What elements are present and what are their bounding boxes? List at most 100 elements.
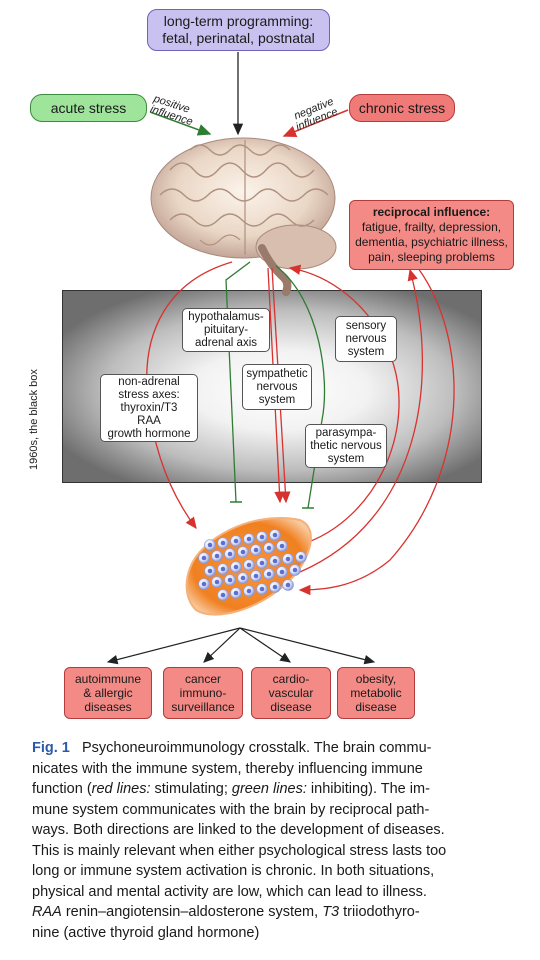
immune-cell-nucleus <box>272 584 278 590</box>
disease-cardio-line2: vascular <box>268 686 314 700</box>
immune-cell-nucleus <box>285 556 291 562</box>
caption-line9-rest: renin–angiotensin–aldosterone system, <box>61 904 323 920</box>
immune-cell-nucleus <box>259 586 265 592</box>
immune-cell-nucleus <box>240 549 246 555</box>
immune-cell-nucleus <box>246 536 252 542</box>
immune-cell-nucleus <box>285 582 291 588</box>
disease-autoimmune: autoimmune & allergic diseases <box>64 667 152 719</box>
immune-cell-nucleus <box>272 532 278 538</box>
hpa-line2: pituitary- <box>203 323 249 336</box>
hpa-axis-box: hypothalamus- pituitary- adrenal axis <box>182 308 270 352</box>
immune-cell-nucleus <box>279 543 285 549</box>
immune-cell-nucleus <box>201 555 207 561</box>
sensory-nervous-box: sensory nervous system <box>335 316 397 362</box>
disease-cancer: cancer immuno- surveillance <box>163 667 243 719</box>
immune-cell-nucleus <box>227 577 233 583</box>
sensory-line <box>288 264 400 546</box>
immune-cell-nucleus <box>201 581 207 587</box>
reciprocal-line <box>298 267 455 596</box>
disease-cancer-line1: cancer <box>184 672 222 686</box>
immune-cell-nucleus <box>233 538 239 544</box>
caption-line6: This is mainly relevant when either psyc… <box>32 842 447 859</box>
caption-line9-end: triiodothyro- <box>339 904 420 920</box>
caption-line4: mune system communicates with the brain … <box>32 801 430 818</box>
acute-stress-box: acute stress <box>30 94 147 122</box>
disease-autoimmune-line1: autoimmune <box>74 672 142 686</box>
immune-cell-nucleus <box>272 558 278 564</box>
immune-cell-nucleus <box>227 551 233 557</box>
sympathetic-line2: nervous <box>256 380 298 393</box>
caption-green-lines: green lines: <box>231 781 307 797</box>
disease-cancer-line3: surveillance <box>171 700 235 714</box>
reciprocal-line3: pain, sleeping problems <box>368 250 495 264</box>
immune-cell-nucleus <box>246 588 252 594</box>
disease-autoimmune-line3: diseases <box>84 700 132 714</box>
caption-line3-pre: function ( <box>32 781 92 797</box>
caption-t3: T3 <box>322 904 340 920</box>
parasympathetic-line3: system <box>327 452 365 465</box>
hpa-line <box>225 261 251 503</box>
arrow-obesity <box>239 627 376 665</box>
immune-cell-nucleus <box>253 547 259 553</box>
brain-illustration <box>150 137 337 296</box>
immune-cell-nucleus <box>253 573 259 579</box>
immune-cell-nucleus <box>233 564 239 570</box>
acute-stress-arrow <box>149 111 212 136</box>
non-adrenal-line3: thyroxin/T3 <box>120 401 178 414</box>
non-adrenal-line5: growth hormone <box>107 427 191 440</box>
immune-cell-nucleus <box>266 545 272 551</box>
disease-obesity-line3: disease <box>355 700 397 714</box>
parasympathetic-line <box>275 265 326 509</box>
immune-cell-nucleus <box>292 567 298 573</box>
parasympathetic-line1: parasympa- <box>315 426 377 439</box>
immune-cell-nucleus <box>266 571 272 577</box>
disease-cardio-line3: disease <box>270 700 312 714</box>
immune-cell-nucleus <box>259 534 265 540</box>
immune-cell-nucleus <box>214 553 220 559</box>
sympathetic-nervous-box: sympathetic nervous system <box>242 364 312 410</box>
disease-obesity: obesity, metabolic disease <box>337 667 415 719</box>
caption-line10: nine (active thyroid gland hormone) <box>32 924 260 941</box>
immune-cell-nucleus <box>240 575 246 581</box>
non-adrenal-box: non-adrenal stress axes: thyroxin/T3 RAA… <box>100 374 198 442</box>
caption-red-lines: red lines: <box>91 781 151 797</box>
caption-raa: RAA <box>32 904 62 920</box>
immune-to-brain-line <box>299 268 423 573</box>
immune-cell-nucleus <box>220 540 226 546</box>
reciprocal-line2: dementia, psychiatric illness, <box>355 235 508 249</box>
immune-cell-nucleus <box>233 590 239 596</box>
parasympathetic-nervous-box: parasympa- thetic nervous system <box>305 424 387 468</box>
immune-cell-nucleus <box>220 592 226 598</box>
non-adrenal-line2: stress axes: <box>118 388 180 401</box>
immune-cell-nucleus <box>207 568 213 574</box>
hpa-line1: hypothalamus- <box>188 310 264 323</box>
arrow-cancer <box>203 627 241 663</box>
sympathetic-line1: sympathetic <box>246 367 308 380</box>
caption-line3-mid: stimulating; <box>150 781 232 797</box>
immune-cell-nucleus <box>214 579 220 585</box>
immune-cell-nucleus <box>298 554 304 560</box>
arrow-autoimmune <box>106 627 241 665</box>
reciprocal-title: reciprocal influence: <box>372 205 491 219</box>
disease-cardio-line1: cardio- <box>272 672 310 686</box>
immune-cell-nucleus <box>207 542 213 548</box>
chronic-stress-box: chronic stress <box>349 94 455 122</box>
non-adrenal-line4: RAA <box>137 414 161 427</box>
sensory-line1: sensory <box>345 319 387 332</box>
caption-line7: long or immune system activation is chro… <box>32 863 435 879</box>
caption-fig-label: Fig. 1 <box>32 740 70 756</box>
programming-line1: long-term programming: <box>163 13 314 29</box>
disease-cardio: cardio- vascular disease <box>251 667 331 719</box>
chronic-stress-arrow <box>282 109 349 138</box>
caption-line3-post: inhibiting). The im- <box>306 781 430 797</box>
immune-cell-nucleus <box>246 562 252 568</box>
caption-line8: physical and mental activity are low, wh… <box>32 883 427 900</box>
caption-line2: nicates with the immune system, thereby … <box>32 760 423 777</box>
sensory-line3: system <box>347 345 385 358</box>
reciprocal-influence-box: reciprocal influence: fatigue, frailty, … <box>349 200 514 270</box>
immune-cell-nucleus <box>259 560 265 566</box>
immune-cell-nucleus <box>279 569 285 575</box>
caption-line1: Psychoneuroimmunology crosstalk. The bra… <box>81 740 432 756</box>
disease-cancer-line2: immuno- <box>179 686 227 700</box>
